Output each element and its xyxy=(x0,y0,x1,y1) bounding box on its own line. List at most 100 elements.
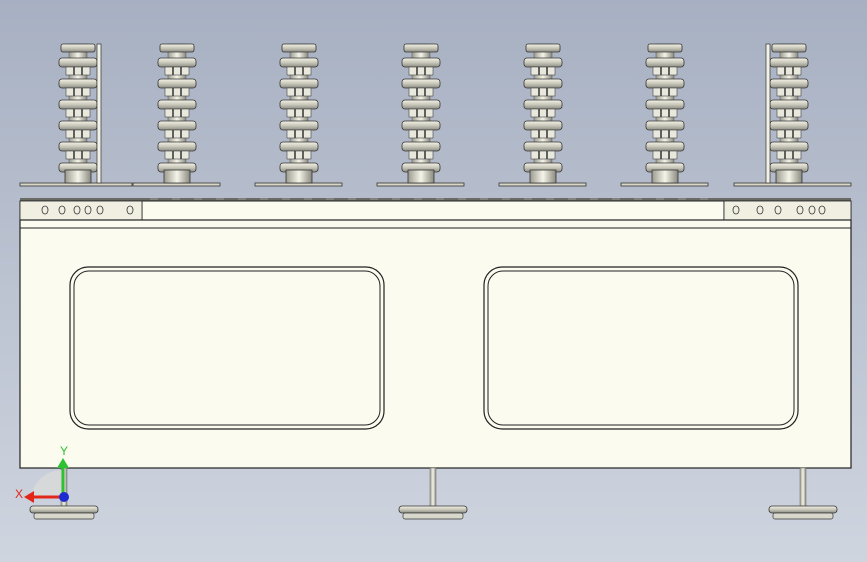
stack-tier-spacer xyxy=(408,129,434,139)
stack-tier-disc xyxy=(58,141,98,152)
stack-tier-spacer xyxy=(408,66,434,76)
fixture-stack[interactable] xyxy=(401,43,441,184)
stack-tier-spacer xyxy=(164,87,190,97)
stack-tier-disc xyxy=(769,78,809,89)
rail-hole xyxy=(58,205,66,215)
stack-tier-disc xyxy=(523,120,563,131)
rail-hole xyxy=(41,205,49,215)
stack-tier-spacer xyxy=(164,66,190,76)
stack-tier-disc xyxy=(279,78,319,89)
fixture-stack[interactable] xyxy=(765,43,809,184)
stack-top-cap xyxy=(281,43,317,53)
mounting-plate xyxy=(498,182,587,187)
stack-tier-spacer xyxy=(776,129,802,139)
mounting-plate xyxy=(254,182,343,187)
fixture-stack[interactable] xyxy=(523,43,563,184)
side-post xyxy=(96,43,102,184)
stack-tier-spacer xyxy=(776,87,802,97)
stack-tier-disc xyxy=(645,99,685,110)
cabinet-body[interactable] xyxy=(19,219,852,469)
side-post xyxy=(765,43,771,184)
stack-tier-spacer xyxy=(164,150,190,160)
y-axis-head xyxy=(57,458,69,468)
stack-base xyxy=(163,169,191,184)
fixture-stack[interactable] xyxy=(58,43,102,184)
rail-hole xyxy=(774,205,782,215)
stack-base xyxy=(651,169,679,184)
stack-tier-disc xyxy=(523,141,563,152)
stack-tier-spacer xyxy=(65,87,91,97)
x-axis-head xyxy=(24,491,34,503)
stack-tier-spacer xyxy=(408,108,434,118)
stack-tier-disc xyxy=(157,57,197,68)
stack-tier-disc xyxy=(769,99,809,110)
coordinate-triad[interactable]: Y X xyxy=(15,444,69,503)
stack-base xyxy=(775,169,803,184)
stack-tier-disc xyxy=(157,99,197,110)
stack-tier-spacer xyxy=(65,108,91,118)
stack-tier-spacer xyxy=(286,108,312,118)
stack-tier-spacer xyxy=(164,108,190,118)
rail-hole xyxy=(818,205,826,215)
stack-tier-disc xyxy=(769,120,809,131)
fixture-stack[interactable] xyxy=(645,43,685,184)
mounting-plate xyxy=(620,182,709,187)
x-axis-label: X xyxy=(15,487,23,501)
stack-tier-disc xyxy=(401,120,441,131)
stack-tier-spacer xyxy=(286,66,312,76)
leveling-feet xyxy=(29,467,838,520)
stack-base xyxy=(285,169,313,184)
stack-tier-disc xyxy=(523,78,563,89)
stack-tier-disc xyxy=(279,99,319,110)
stack-tier-disc xyxy=(58,78,98,89)
leveling-foot xyxy=(768,467,838,520)
rail-hole xyxy=(756,205,764,215)
guide-rail xyxy=(19,198,852,221)
stack-tier-spacer xyxy=(286,150,312,160)
stack-tier-spacer xyxy=(286,87,312,97)
cabinet-window-left[interactable] xyxy=(69,266,385,430)
z-axis-dot xyxy=(59,492,69,502)
stack-tier-disc xyxy=(645,78,685,89)
fixture-stack[interactable] xyxy=(157,43,197,184)
stack-tier-spacer xyxy=(65,129,91,139)
stack-tier-disc xyxy=(523,99,563,110)
stack-tier-disc xyxy=(645,141,685,152)
stack-base xyxy=(64,169,92,184)
fixture-stack[interactable] xyxy=(279,43,319,184)
mounting-plate xyxy=(733,182,852,187)
stack-tier-spacer xyxy=(776,66,802,76)
stack-tier-spacer xyxy=(65,150,91,160)
stack-tier-disc xyxy=(401,141,441,152)
leveling-foot xyxy=(398,467,468,520)
rail-holes xyxy=(41,198,826,215)
stack-top-cap xyxy=(159,43,195,53)
cabinet-window-right[interactable] xyxy=(483,266,799,430)
stack-tier-disc xyxy=(58,120,98,131)
y-axis-label: Y xyxy=(60,444,68,458)
stack-tier-disc xyxy=(523,57,563,68)
stack-tier-disc xyxy=(157,141,197,152)
stack-base xyxy=(529,169,557,184)
stack-tier-spacer xyxy=(652,66,678,76)
rail-hole xyxy=(96,205,104,215)
stack-top-cap xyxy=(525,43,561,53)
stack-top-cap xyxy=(60,43,96,53)
cabinet-panel[interactable] xyxy=(19,219,852,469)
stack-tier-disc xyxy=(279,141,319,152)
stack-tier-disc xyxy=(279,120,319,131)
stack-top-cap xyxy=(403,43,439,53)
stack-tier-disc xyxy=(279,57,319,68)
stack-top-cap xyxy=(647,43,683,53)
stack-tier-disc xyxy=(157,78,197,89)
stack-tier-spacer xyxy=(652,129,678,139)
stack-tier-disc xyxy=(157,120,197,131)
rail-hole xyxy=(73,205,81,215)
fixture-stacks xyxy=(58,43,809,184)
triad-plane-shade xyxy=(31,469,63,497)
stack-tier-disc xyxy=(58,57,98,68)
stack-tier-disc xyxy=(645,57,685,68)
stack-tier-disc xyxy=(401,78,441,89)
